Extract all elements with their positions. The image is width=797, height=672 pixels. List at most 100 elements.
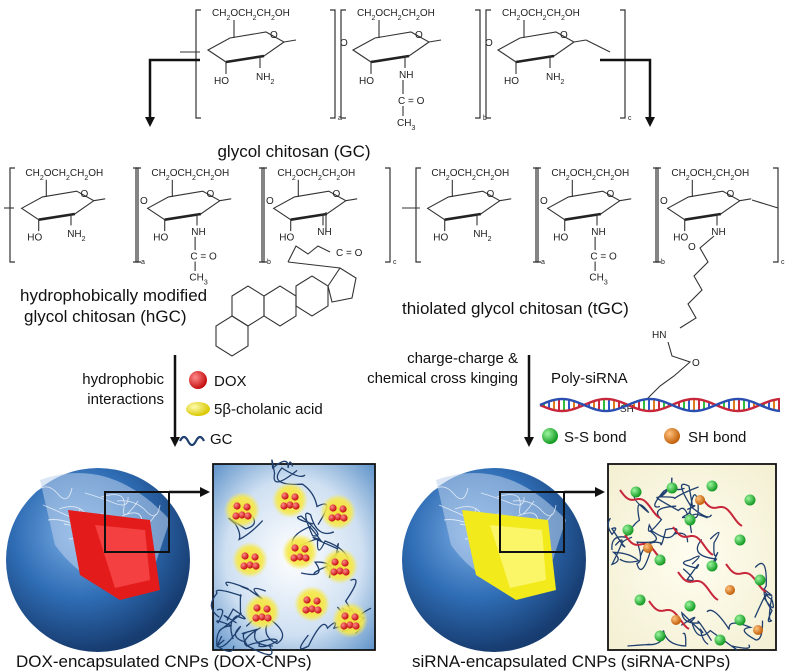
amide-nh: NH xyxy=(711,227,725,238)
repeat-bracket-left xyxy=(9,167,15,263)
glycol-chitosan-label: glycol chitosan (GC) xyxy=(217,142,370,161)
ss-bond-dot xyxy=(714,634,726,646)
amide-nh: NH xyxy=(191,227,205,238)
amine-group: NH2 xyxy=(473,229,491,243)
ss-bond-dot xyxy=(630,486,642,498)
gc-legend-label: GC xyxy=(210,431,233,448)
repeat-bracket-left xyxy=(535,167,541,263)
steroid-ring-a xyxy=(215,315,249,357)
repeat-bracket-right xyxy=(330,9,336,119)
sirna-fragment xyxy=(648,600,690,630)
sirna-fragment xyxy=(725,563,767,593)
glycosidic-oxygen: O xyxy=(140,196,148,207)
methyl-group: CH3 xyxy=(589,273,607,287)
left-process-line1: hydrophobic xyxy=(82,371,164,388)
repeat-bracket-left xyxy=(135,167,141,263)
hgc-label-line1: hydrophobically modified xyxy=(20,286,207,305)
sh-bond-dot xyxy=(725,585,735,595)
repeat-bracket-left xyxy=(415,167,421,263)
steroid-ring-4 xyxy=(327,267,357,303)
sirna-fragment xyxy=(672,526,714,556)
sh-bond-dot xyxy=(643,543,653,553)
carbonyl-group: C = O xyxy=(398,96,425,107)
dox-micelle xyxy=(322,548,358,584)
ss-bond-dot xyxy=(654,554,666,566)
ss-bond-dot xyxy=(734,534,746,546)
sh-bond-dot xyxy=(671,615,681,625)
hydroxyl-group: HO xyxy=(433,233,448,244)
left-process-line2: interactions xyxy=(87,391,164,408)
hydroxyl-group: HO xyxy=(504,76,519,87)
poly-sirna-label: Poly-siRNA xyxy=(551,370,628,387)
glycol-side-chain: CH2OCH2CH2OH xyxy=(431,168,509,182)
ss-bond-dot xyxy=(684,600,696,612)
repeat-subscript: a xyxy=(141,259,145,266)
linker-hn: HN xyxy=(652,330,666,341)
sirna-fragment xyxy=(619,489,661,519)
amide-nh: NH xyxy=(399,70,413,81)
ss-bond-dot xyxy=(622,524,634,536)
sh-bond-legend-label: SH bond xyxy=(688,429,746,446)
repeat-subscript: b xyxy=(661,259,665,266)
ring-oxygen: O xyxy=(560,30,568,41)
ss-bond-legend-label: S-S bond xyxy=(564,429,627,446)
gc-polymer-network xyxy=(607,477,774,651)
repeat-subscript: b xyxy=(267,259,271,266)
helix-strand-2 xyxy=(539,397,781,413)
hydroxyl-group: HO xyxy=(153,233,168,244)
ss-bond-legend-icon xyxy=(542,428,558,444)
ring-oxygen: O xyxy=(207,189,215,200)
repeat-bracket-right xyxy=(620,9,626,119)
arrow-to-tgc xyxy=(600,58,655,127)
cholanic-legend-icon xyxy=(186,402,210,416)
sirna-cnp-label: siRNA-encapsulated CNPs (siRNA-CNPs) xyxy=(412,652,730,671)
sirna-fragment xyxy=(701,497,743,527)
dox-micelle xyxy=(332,602,368,638)
ss-bond-dot xyxy=(666,482,678,494)
ss-bond-dot xyxy=(754,574,766,586)
ring-oxygen: O xyxy=(607,189,615,200)
ss-bond-dot xyxy=(654,630,666,642)
sirna-fragment xyxy=(677,571,719,601)
steroid-ring-1 xyxy=(231,285,265,327)
glycosidic-oxygen: O xyxy=(660,196,668,207)
tgc-label: thiolated glycol chitosan (tGC) xyxy=(402,299,629,318)
repeat-subscript: c xyxy=(781,259,785,266)
sirna-cnp-sphere xyxy=(402,468,586,652)
linker-amide-oxygen: O xyxy=(692,358,700,369)
thiol-group: SH xyxy=(620,404,634,415)
sirna-zoom-frame xyxy=(499,491,565,553)
dox-micelle xyxy=(232,542,268,578)
amide-nh: NH xyxy=(591,227,605,238)
steroid-ring-2 xyxy=(263,285,297,327)
ss-bond-dot xyxy=(706,480,718,492)
linker-tail xyxy=(645,341,692,401)
glycosidic-oxygen: O xyxy=(266,196,274,207)
dox-cnp-label: DOX-encapsulated CNPs (DOX-CNPs) xyxy=(16,652,312,671)
glycosidic-oxygen: O xyxy=(485,38,493,49)
steroid-ring-3 xyxy=(295,275,329,317)
poly-sirna-helix xyxy=(539,397,781,413)
right-process-line1: charge-charge & xyxy=(407,350,518,367)
ring-oxygen: O xyxy=(415,30,423,41)
dox-micelle xyxy=(320,494,356,530)
hydroxyl-group: HO xyxy=(553,233,568,244)
linker-zigzag xyxy=(679,235,715,329)
ring-oxygen: O xyxy=(727,189,735,200)
ss-bond-dot xyxy=(634,594,646,606)
glycol-side-chain: CH2OCH2CH2OH xyxy=(551,168,629,182)
amine-group: NH2 xyxy=(67,229,85,243)
repeat-bracket-left xyxy=(340,9,346,119)
methyl-group: CH3 xyxy=(189,273,207,287)
cholanic-tail xyxy=(287,245,331,263)
arrow-to-hgc xyxy=(145,58,200,127)
hydroxyl-group: HO xyxy=(673,233,688,244)
repeat-bracket-left xyxy=(195,9,201,119)
hydroxyl-group: HO xyxy=(359,76,374,87)
dox-legend-label: DOX xyxy=(214,373,247,390)
dox-cnp-sphere xyxy=(6,468,190,652)
hgc-label-line2: glycol chitosan (hGC) xyxy=(24,307,187,326)
